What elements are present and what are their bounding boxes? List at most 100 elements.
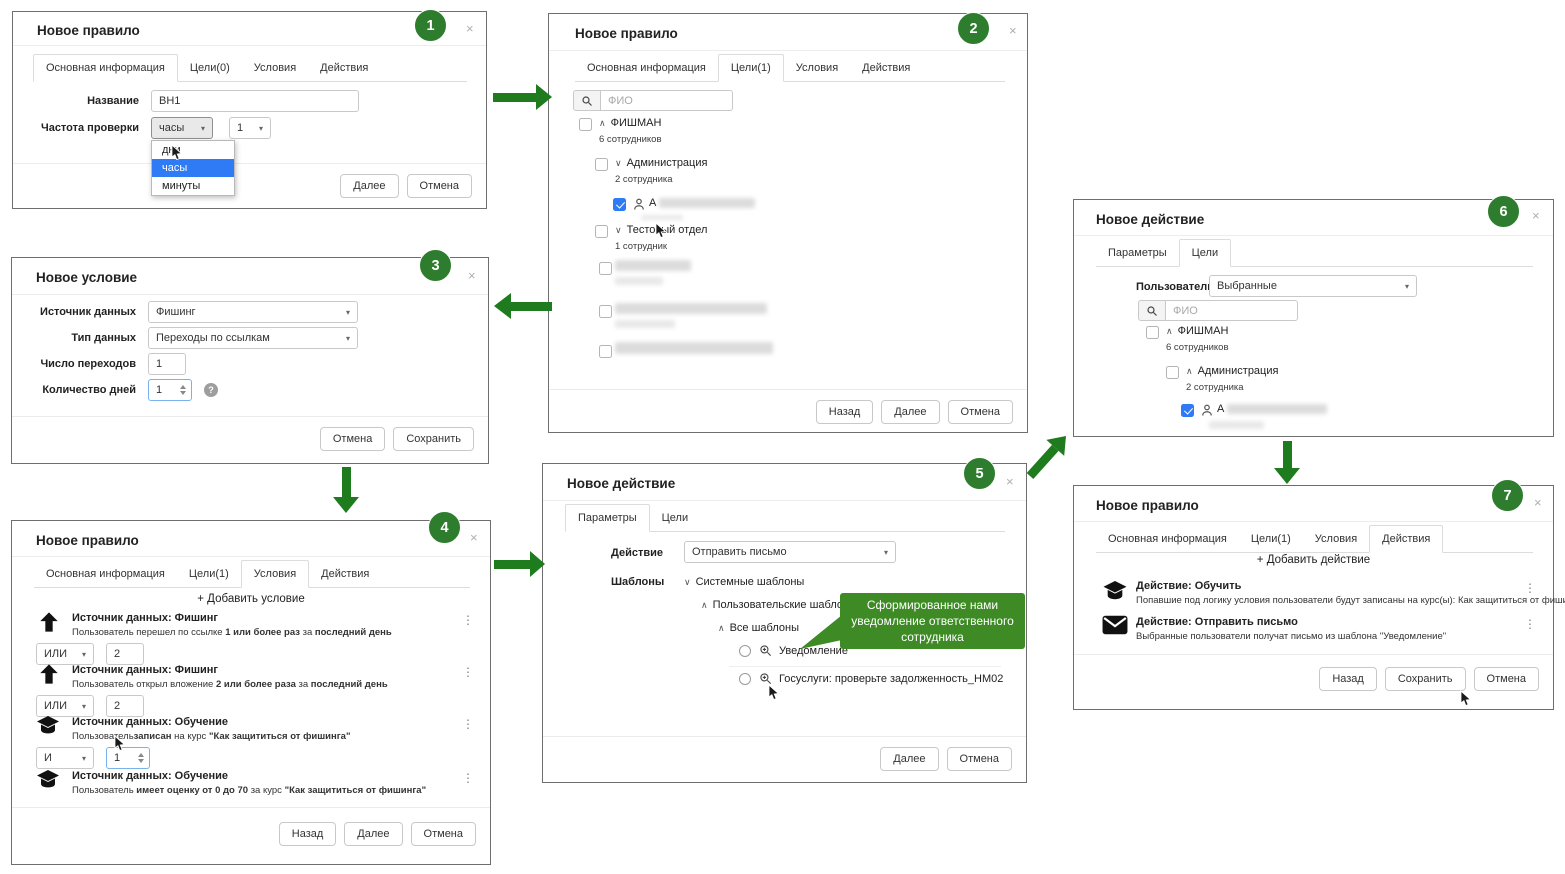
data-type-select[interactable]: Переходы по ссылкам ▾: [148, 327, 358, 349]
tab-basic-info[interactable]: Основная информация: [1108, 533, 1227, 545]
add-condition-button[interactable]: + Добавить условие: [197, 593, 305, 605]
tab-targets[interactable]: Цели: [1178, 239, 1232, 267]
tab-targets[interactable]: Цели(1): [1250, 533, 1291, 545]
back-button[interactable]: Назад: [278, 822, 337, 846]
cancel-button[interactable]: Отмена: [410, 822, 476, 846]
save-button[interactable]: Сохранить: [393, 427, 474, 451]
cancel-button[interactable]: Отмена: [319, 427, 386, 451]
operator-select[interactable]: И ▾: [36, 747, 94, 769]
kebab-menu-icon[interactable]: ⋮: [462, 665, 474, 679]
row-checkbox[interactable]: [599, 345, 612, 358]
chevron-down-icon: ▾: [81, 701, 86, 711]
tab-actions[interactable]: Действия: [321, 568, 370, 580]
menu-item-hours[interactable]: часы: [152, 159, 234, 177]
tree-dept-administration[interactable]: ∨Администрация: [615, 157, 707, 169]
days-stepper[interactable]: [148, 379, 192, 401]
close-icon[interactable]: ×: [468, 268, 476, 283]
kebab-menu-icon[interactable]: ⋮: [462, 717, 474, 731]
tab-targets[interactable]: Цели(0): [189, 62, 230, 74]
tab-targets[interactable]: Цели(1): [717, 54, 784, 82]
tab-parameters[interactable]: Параметры: [565, 504, 650, 532]
condition-value-stepper[interactable]: [106, 747, 150, 769]
tab-basic-info[interactable]: Основная информация: [46, 568, 165, 580]
tab-parameters[interactable]: Параметры: [1108, 247, 1167, 259]
back-button[interactable]: Назад: [815, 400, 874, 424]
tab-actions[interactable]: Действия: [862, 62, 911, 74]
back-button[interactable]: Назад: [1319, 667, 1377, 691]
close-icon[interactable]: ×: [1006, 474, 1014, 489]
org-checkbox[interactable]: [579, 118, 592, 131]
kebab-menu-icon[interactable]: ⋮: [462, 613, 474, 627]
condition-value-input[interactable]: [106, 695, 144, 717]
next-button[interactable]: Далее: [881, 400, 940, 424]
kebab-menu-icon[interactable]: ⋮: [1524, 617, 1536, 631]
stepper-arrows-icon[interactable]: [180, 385, 186, 395]
operator-select[interactable]: ИЛИ ▾: [36, 643, 94, 665]
next-button[interactable]: Далее: [880, 747, 939, 771]
tree-system-templates[interactable]: ∨Системные шаблоны: [684, 576, 805, 588]
zoom-preview-icon[interactable]: [759, 644, 772, 657]
template-option-notification[interactable]: Уведомление: [779, 645, 848, 657]
template-radio[interactable]: [739, 645, 751, 657]
save-button[interactable]: Сохранить: [1384, 667, 1466, 691]
close-icon[interactable]: ×: [1534, 495, 1542, 510]
operator-select[interactable]: ИЛИ ▾: [36, 695, 94, 717]
stepper-arrows-icon[interactable]: [138, 753, 144, 763]
template-option-gosuslugi[interactable]: Госуслуги: проверьте задолженность_НМ02: [779, 673, 1004, 685]
add-action-button[interactable]: + Добавить действие: [1256, 554, 1371, 566]
kebab-menu-icon[interactable]: ⋮: [1524, 581, 1536, 595]
close-icon[interactable]: ×: [1532, 208, 1540, 223]
dept-checkbox[interactable]: [1166, 366, 1179, 379]
data-source-select[interactable]: Фишинг ▾: [148, 301, 358, 323]
dept2-checkbox[interactable]: [595, 225, 608, 238]
close-icon[interactable]: ×: [470, 530, 478, 545]
tab-conditions[interactable]: Условия: [795, 62, 839, 74]
next-button[interactable]: Далее: [344, 822, 403, 846]
user-checkbox-checked[interactable]: [613, 198, 626, 211]
frequency-unit-select[interactable]: часы ▾: [151, 117, 213, 139]
org-checkbox[interactable]: [1146, 326, 1159, 339]
tab-actions[interactable]: Действия: [1369, 525, 1444, 553]
cancel-button[interactable]: Отмена: [946, 747, 1012, 771]
menu-item-days[interactable]: дни: [162, 144, 181, 156]
user-checkbox-checked[interactable]: [1181, 404, 1194, 417]
menu-item-minutes[interactable]: минуты: [162, 180, 201, 192]
mouse-cursor: [768, 684, 780, 701]
help-icon[interactable]: ?: [204, 383, 218, 397]
tab-conditions[interactable]: Условия: [240, 560, 310, 588]
close-icon[interactable]: ×: [1009, 23, 1017, 38]
tree-org[interactable]: ∧ФИШМАН: [599, 117, 661, 129]
tab-basic-info[interactable]: Основная информация: [587, 62, 706, 74]
kebab-menu-icon[interactable]: ⋮: [462, 771, 474, 785]
tab-targets[interactable]: Цели: [661, 512, 689, 524]
tab-actions[interactable]: Действия: [320, 62, 369, 74]
row-checkbox[interactable]: [599, 262, 612, 275]
cancel-button[interactable]: Отмена: [947, 400, 1013, 424]
condition-value-input[interactable]: [106, 643, 144, 665]
action-select[interactable]: Отправить письмо ▾: [684, 541, 896, 563]
frequency-count-select[interactable]: 1 ▾: [229, 117, 271, 139]
search-input[interactable]: [1166, 300, 1298, 321]
dept-checkbox[interactable]: [595, 158, 608, 171]
row-checkbox[interactable]: [599, 305, 612, 318]
template-radio[interactable]: [739, 673, 751, 685]
tab-conditions[interactable]: Условия: [1314, 533, 1358, 545]
next-button[interactable]: Далее: [340, 174, 399, 198]
dept-name: Администрация: [1197, 365, 1279, 377]
clicks-input[interactable]: [148, 353, 186, 375]
tree-all-templates[interactable]: ∧Все шаблоны: [718, 622, 799, 634]
rule-name-input[interactable]: [151, 90, 359, 112]
close-icon[interactable]: ×: [466, 21, 474, 36]
users-select[interactable]: Выбранные ▾: [1209, 275, 1417, 297]
tab-basic-info[interactable]: Основная информация: [33, 54, 178, 82]
cancel-button[interactable]: Отмена: [406, 174, 472, 198]
cancel-button[interactable]: Отмена: [1473, 667, 1539, 691]
tab-conditions[interactable]: Условия: [253, 62, 297, 74]
tree-user-templates[interactable]: ∧Пользовательские шаблоны: [701, 599, 857, 611]
zoom-preview-icon[interactable]: [759, 672, 772, 685]
tab-targets[interactable]: Цели(1): [188, 568, 229, 580]
tree-org[interactable]: ∧ФИШМАН: [1166, 325, 1228, 337]
tree-dept-test[interactable]: ∨Тестовый отдел: [615, 224, 707, 236]
search-input[interactable]: [601, 90, 733, 111]
tree-dept-administration[interactable]: ∧Администрация: [1186, 365, 1278, 377]
